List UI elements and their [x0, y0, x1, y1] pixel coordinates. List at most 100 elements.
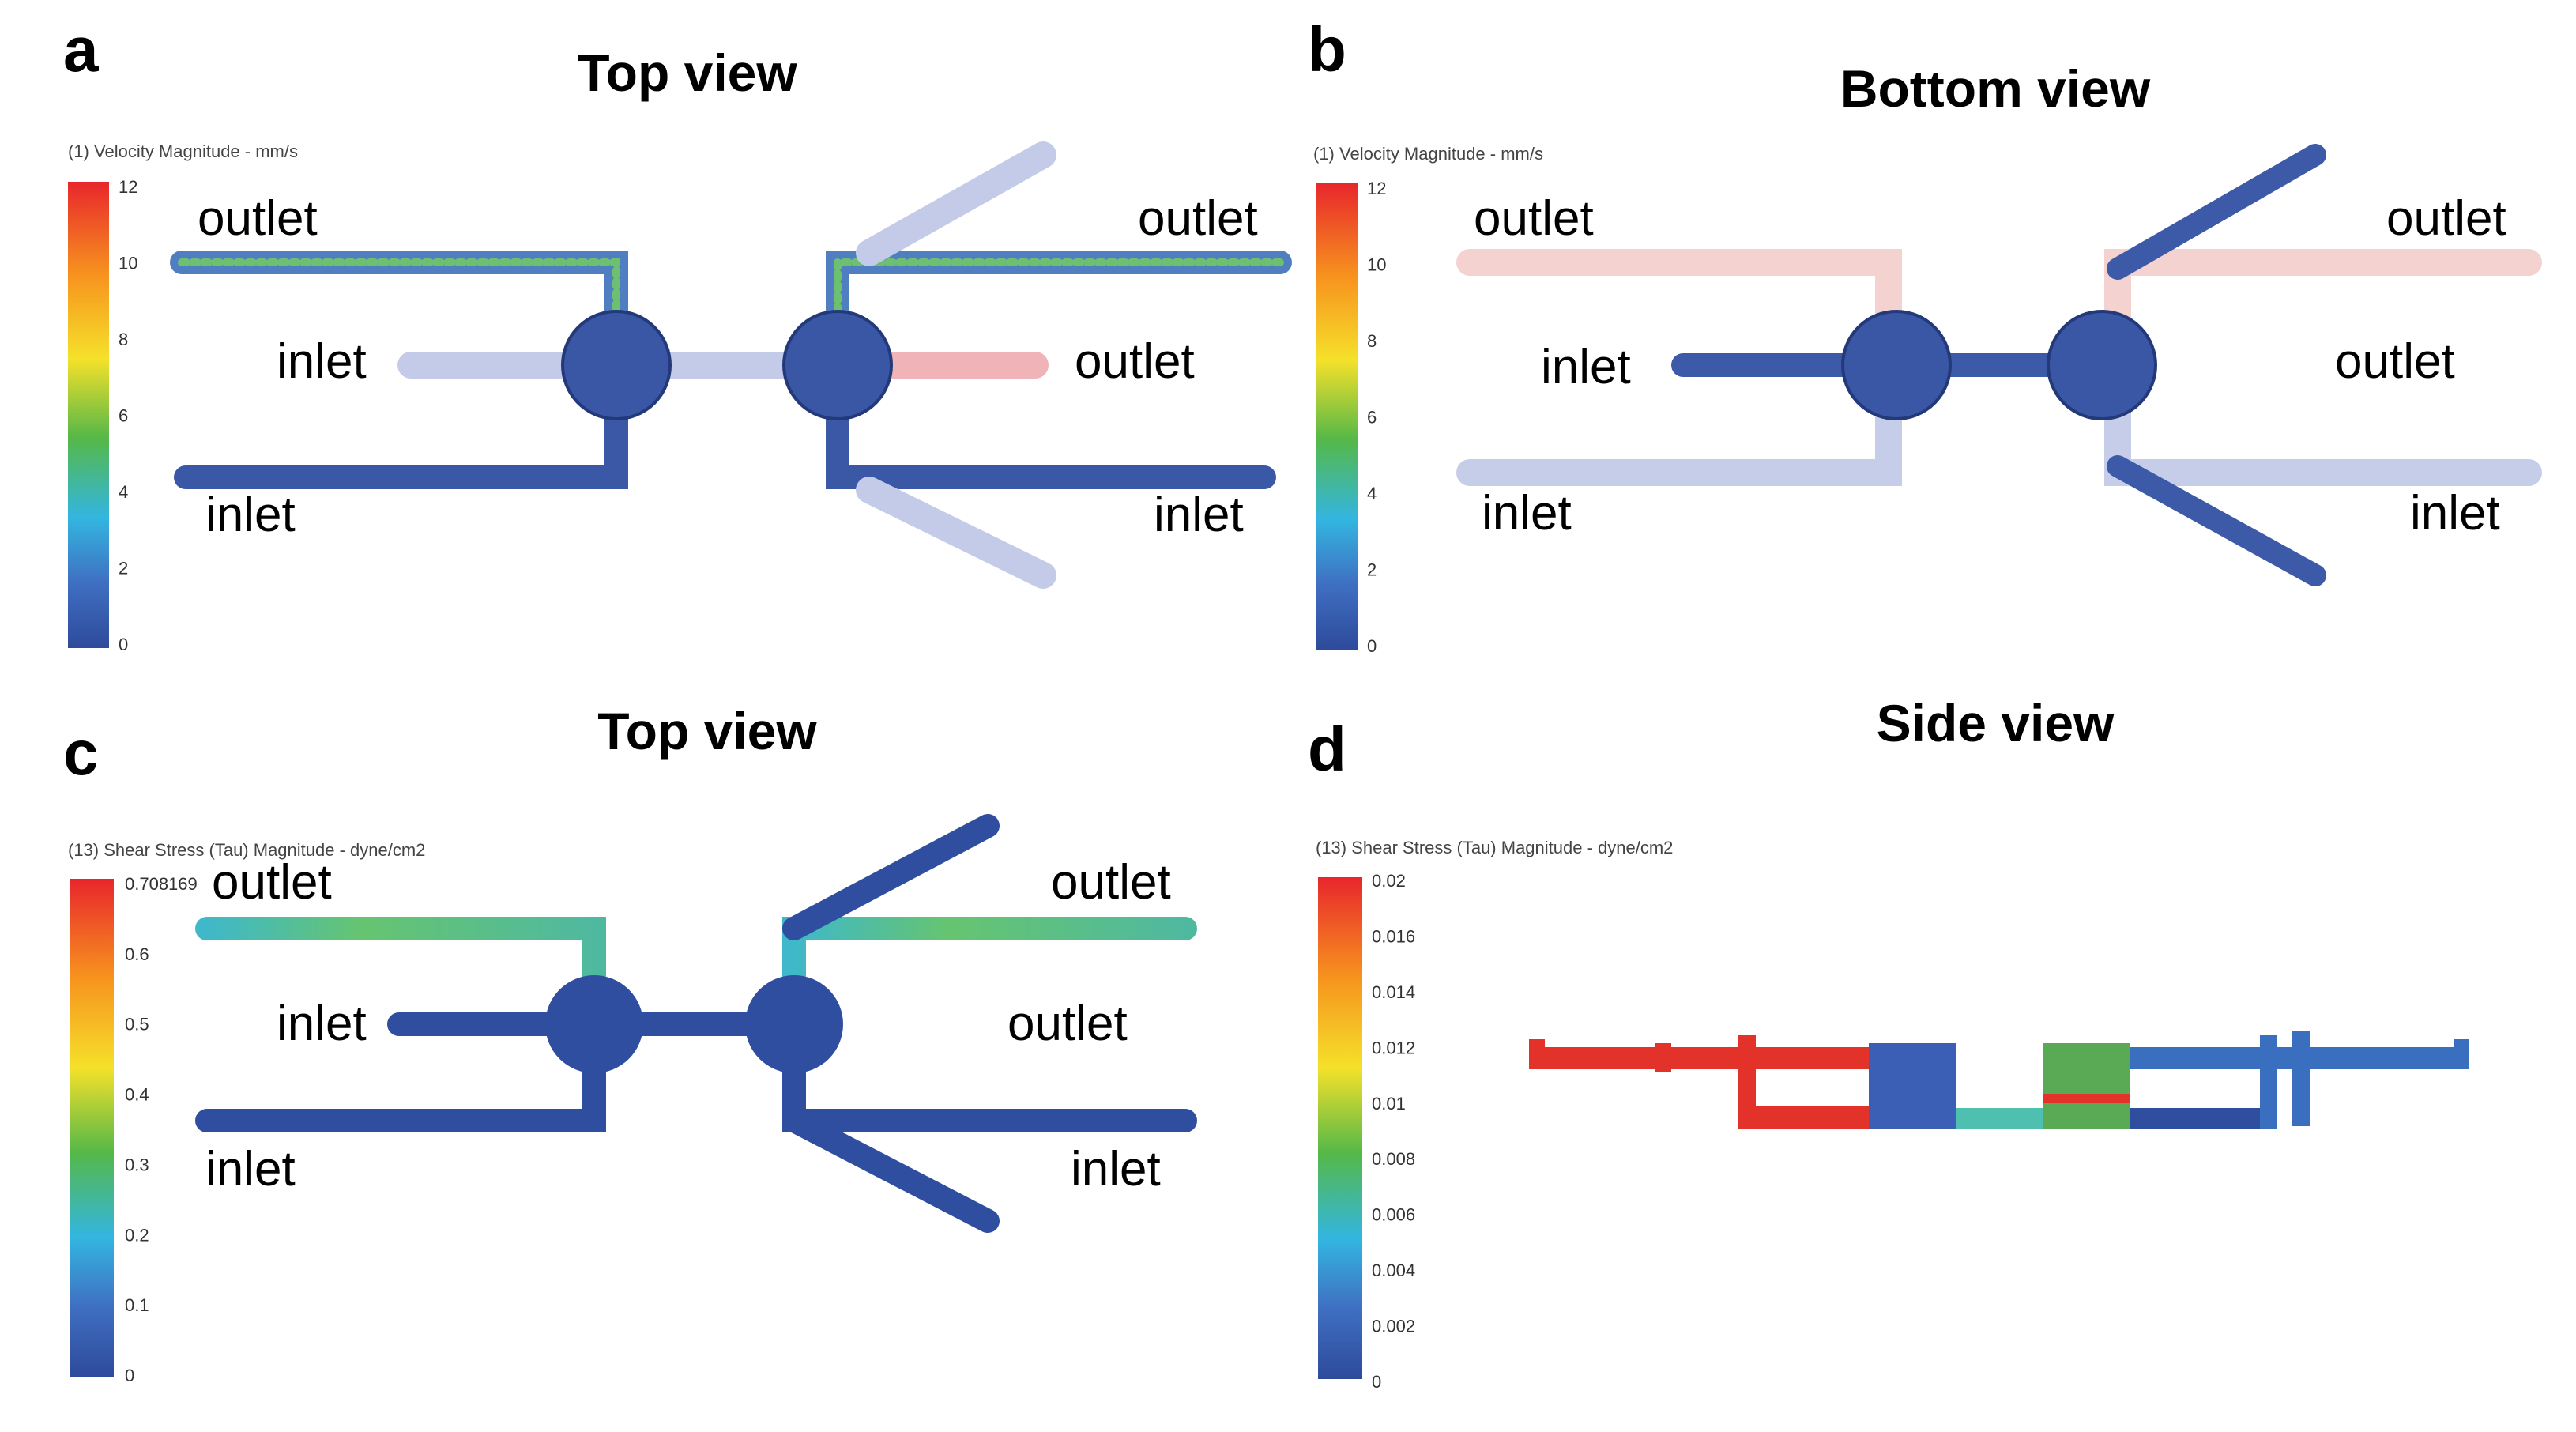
colorbar-tick-label: 0.1: [125, 1295, 149, 1315]
panel-a-letter: a: [63, 14, 99, 85]
colorbar-tick-label: 0.014: [1372, 982, 1415, 1002]
panel-d-colorbar: [1318, 877, 1362, 1379]
colorbar-tick-label: 10: [119, 254, 137, 273]
panel-c-label: outlet: [1007, 997, 1128, 1051]
panel-c-label: outlet: [1051, 855, 1171, 910]
chamber: [1841, 310, 1952, 420]
panel-c-label: inlet: [205, 1142, 296, 1196]
colorbar-tick-label: 0: [1367, 636, 1377, 656]
panel-c-label: outlet: [212, 855, 332, 910]
channel-segment: [1655, 1043, 1671, 1072]
colorbar-tick-label: 0.004: [1372, 1261, 1415, 1280]
colorbar-tick-label: 0.016: [1372, 926, 1415, 946]
branch-channel: [782, 814, 1000, 940]
panel-c: c Top view (13) Shear Stress (Tau) Magni…: [63, 702, 1197, 1385]
colorbar-tick-label: 0: [1372, 1372, 1381, 1392]
panel-b-label: inlet: [2410, 486, 2500, 541]
colorbar-tick-label: 4: [1367, 484, 1377, 503]
chamber-band: [2043, 1094, 2130, 1103]
colorbar-tick-label: 0: [125, 1366, 134, 1385]
channel-segment: [1738, 1035, 1756, 1114]
branch-channel: [2107, 455, 2326, 586]
chamber-side: [2043, 1043, 2130, 1129]
colorbar-tick-label: 12: [1367, 179, 1386, 198]
colorbar-tick-label: 0.708169: [125, 874, 198, 894]
colorbar-tick-label: 6: [119, 406, 128, 426]
panel-c-title: Top view: [597, 702, 817, 760]
colorbar-tick-label: 0: [119, 635, 128, 654]
colorbar-tick-label: 0.002: [1372, 1317, 1415, 1336]
panel-d-scale-ticks: 0.02 0.016 0.014 0.012 0.01 0.008 0.006 0.004 0.…: [1372, 871, 1415, 1392]
panel-a-title: Top view: [578, 43, 797, 102]
colorbar-tick-label: 0.01: [1372, 1094, 1406, 1114]
inlet-channel: [174, 367, 628, 489]
connector-side: [1956, 1108, 2043, 1129]
channel-segment: [2130, 1108, 2272, 1129]
colorbar-tick-label: 8: [1367, 331, 1377, 351]
channel-segment: [1529, 1039, 1545, 1069]
inlet-channel: [2104, 366, 2542, 486]
panel-a-label: inlet: [205, 488, 296, 542]
panel-b-label: outlet: [2386, 191, 2506, 246]
colorbar-tick-label: 0.012: [1372, 1038, 1415, 1057]
panel-c-colorbar: [70, 879, 114, 1377]
colorbar-tick-label: 0.02: [1372, 871, 1406, 891]
chamber: [2047, 310, 2157, 420]
panel-a-label: inlet: [277, 334, 367, 389]
panel-b-label: outlet: [1474, 191, 1594, 246]
branch-channel: [782, 1109, 1000, 1233]
panel-d-title: Side view: [1877, 694, 2115, 752]
colorbar-tick-label: 0.006: [1372, 1205, 1415, 1225]
panel-a: a Top view (1) Velocity Magnitude - mm/s…: [63, 14, 1292, 654]
panel-b-label: outlet: [2335, 334, 2455, 389]
panel-b-scale-label: (1) Velocity Magnitude - mm/s: [1313, 144, 1543, 164]
panel-a-label: inlet: [1154, 488, 1244, 542]
colorbar-tick-label: 0.5: [125, 1015, 149, 1034]
branch-channel: [856, 477, 1056, 589]
panel-b: b Bottom view (1) Velocity Magnitude - m…: [1308, 14, 2542, 656]
colorbar-tick-label: 2: [119, 559, 128, 578]
chamber: [545, 975, 643, 1073]
panel-d: d Side view (13) Shear Stress (Tau) Magn…: [1308, 694, 2469, 1392]
panel-b-label: inlet: [1482, 486, 1572, 541]
channel-segment: [2292, 1031, 2310, 1126]
colorbar-tick-label: 6: [1367, 408, 1377, 428]
colorbar-tick-label: 0.008: [1372, 1149, 1415, 1169]
chamber: [561, 310, 672, 420]
colorbar-tick-label: 0.3: [125, 1155, 149, 1174]
panel-c-label: inlet: [277, 997, 367, 1051]
panel-c-scale-label: (13) Shear Stress (Tau) Magnitude - dyne…: [68, 840, 425, 860]
inlet-channel: [826, 367, 1276, 489]
colorbar-tick-label: 0.2: [125, 1225, 149, 1245]
panel-a-label: outlet: [1138, 191, 1258, 246]
colorbar-tick-label: 12: [119, 177, 137, 197]
colorbar-tick-label: 0.4: [125, 1085, 149, 1105]
panel-a-scale-label: (1) Velocity Magnitude - mm/s: [68, 141, 298, 161]
colorbar-tick-label: 8: [119, 330, 128, 349]
channel-segment: [2454, 1039, 2469, 1069]
branch-channel: [856, 141, 1056, 266]
colorbar-tick-label: 0.6: [125, 944, 149, 964]
panel-d-side-profile: [1529, 1031, 2469, 1129]
panel-b-title: Bottom view: [1840, 59, 2151, 118]
panel-a-label: outlet: [1075, 334, 1195, 389]
channel-segment: [1738, 1106, 1881, 1129]
inlet-channel: [1456, 366, 1902, 486]
panel-b-colorbar: [1316, 183, 1358, 650]
channel-segment: [1529, 1047, 1869, 1069]
chamber-side: [1869, 1043, 1956, 1129]
colorbar-tick-label: 2: [1367, 560, 1377, 580]
panel-c-letter: c: [63, 718, 99, 788]
panel-c-scale-ticks: 0.708169 0.6 0.5 0.4 0.3 0.2 0.1 0: [125, 874, 198, 1385]
panel-d-scale-label: (13) Shear Stress (Tau) Magnitude - dyne…: [1316, 838, 1673, 857]
inlet-channel: [195, 1016, 606, 1132]
branch-channel: [2107, 144, 2326, 280]
channel-segment: [2260, 1035, 2277, 1129]
chamber: [745, 975, 843, 1073]
panel-b-label: inlet: [1541, 340, 1631, 394]
panel-a-colorbar: [68, 182, 109, 648]
chamber: [782, 310, 893, 420]
colorbar-tick-label: 4: [119, 482, 128, 502]
panel-a-scale-ticks: 12 10 8 6 4 2 0: [119, 177, 137, 654]
